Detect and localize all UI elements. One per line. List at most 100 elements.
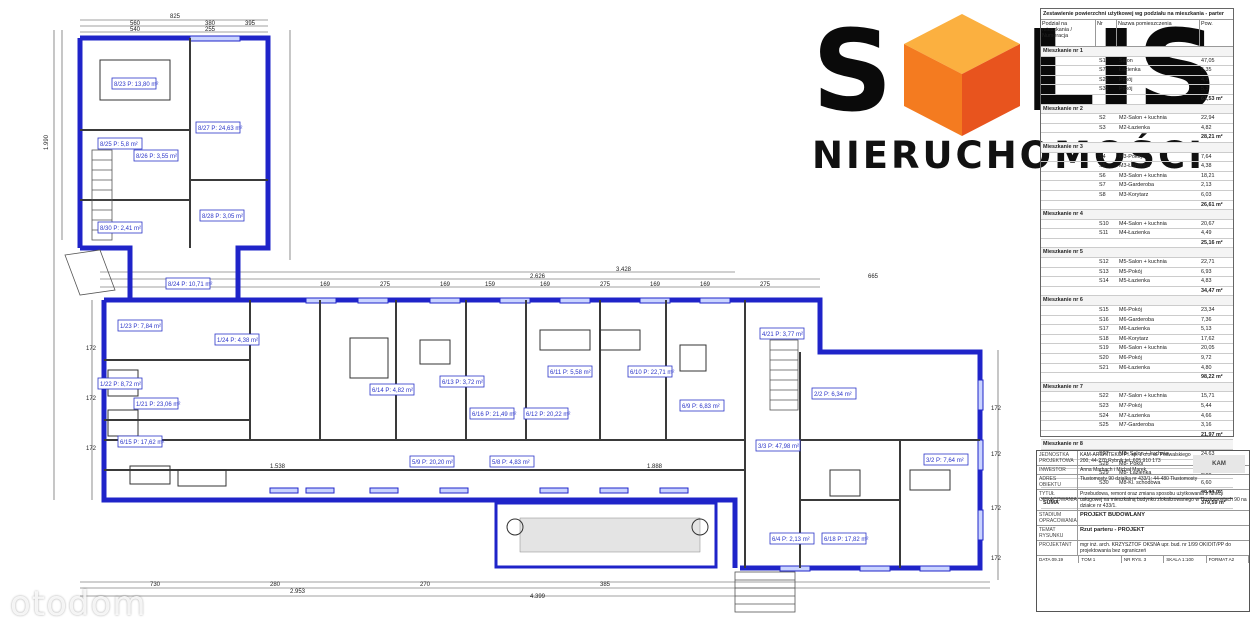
dim-top-sub-a: 540	[130, 27, 141, 33]
room-number: S2	[1099, 115, 1106, 122]
section-name: Mieszkanie nr 1	[1043, 48, 1083, 54]
room-name: M3-Korytarz	[1119, 191, 1149, 198]
table-cell-empty	[1041, 431, 1099, 440]
room-label: 6/18 P: 17,82 m²	[821, 532, 868, 545]
room-label-text: 4/21 P: 3,77 m²	[762, 332, 803, 338]
area-table-total-row: SUMA 379,59 m²	[1041, 497, 1233, 509]
room-area: 4,80	[1201, 364, 1212, 371]
table-cell-empty	[1099, 95, 1119, 104]
dim-upper-3: 169	[440, 282, 451, 288]
room-area: 15,71	[1201, 393, 1215, 400]
table-cell-empty	[1099, 431, 1119, 440]
title-block-value: Tłustomosty 90 działka nr 433/1; 44-480 …	[1080, 476, 1198, 482]
solis-logo: S LIS	[812, 7, 1218, 137]
room-label: 4/21 P: 3,77 m²	[759, 327, 805, 340]
section-sum: 26,61 m²	[1201, 201, 1223, 208]
dim-left-side: 1.990	[44, 134, 50, 150]
table-cell-empty	[1099, 239, 1119, 248]
section-sum-row: 98,22 m²	[1041, 373, 1233, 383]
room-name: M3-Garderoba	[1119, 182, 1155, 189]
section-name: Mieszkanie nr 3	[1043, 143, 1083, 150]
table-cell-empty	[1041, 325, 1099, 334]
dim-upper-5: 169	[540, 282, 551, 288]
table-cell-empty	[1041, 220, 1099, 229]
room-label: 5/8 P: 4,83 m²	[489, 455, 535, 468]
room-label: 2/2 P: 6,34 m²	[811, 387, 857, 400]
section-name: Mieszkanie nr 8	[1043, 441, 1083, 448]
room-name: M7-Pokój	[1119, 402, 1142, 409]
table-cell-empty	[1041, 354, 1099, 363]
dim-right-4: 172	[991, 556, 1002, 562]
room-area: 17,62	[1201, 335, 1215, 342]
title-block-label: TEMAT RYSUNKU	[1037, 526, 1078, 540]
table-cell-empty	[1041, 412, 1099, 421]
room-number: S25	[1099, 422, 1109, 429]
dim-top-total: 825	[170, 14, 181, 20]
title-block-footer-cell: TOM 1	[1079, 556, 1122, 563]
section-sum: 28,21 m²	[1201, 134, 1223, 141]
room-number: S18	[1099, 335, 1109, 342]
dim-top-sub-b: 255	[205, 27, 216, 33]
table-cell-empty	[1041, 201, 1099, 210]
room-name: Pokój	[1119, 86, 1133, 93]
table-cell-empty	[1041, 335, 1099, 344]
room-name: M2-Łazienka	[1119, 124, 1150, 131]
room-number: S23	[1099, 402, 1109, 409]
room-name: M6-Łazienka	[1119, 364, 1150, 371]
room-label-text: 6/12 P: 20,22 m²	[526, 412, 570, 418]
room-number: S4	[1099, 153, 1106, 160]
section-name: Mieszkanie nr 7	[1043, 383, 1083, 390]
table-cell-empty	[1041, 76, 1099, 85]
dim-corridor-mid: 1.888	[647, 464, 663, 470]
section-sum-row: 21,97 m²	[1041, 431, 1233, 441]
logo-letters-lis: LIS	[1024, 7, 1218, 137]
section-name: Mieszkanie nr 2	[1043, 105, 1083, 112]
room-label-text: 8/26 P: 3,55 m²	[136, 154, 177, 160]
logo-letter-s: S	[812, 7, 893, 137]
header-col-4: Pow.	[1201, 21, 1213, 27]
apartment-section-row: Mieszkanie nr 2	[1041, 104, 1233, 115]
dim-bottom-d: 385	[600, 582, 611, 588]
room-name: M8- Pokój	[1119, 460, 1144, 467]
room-number: S7	[1099, 182, 1106, 189]
table-cell-empty	[1041, 162, 1099, 171]
furniture	[99, 59, 951, 536]
apartment-section-row: Mieszkanie nr 6	[1041, 296, 1233, 307]
room-label: 8/28 P: 3,05 m²	[199, 209, 245, 222]
room-label-text: 1/22 P: 8,72 m²	[100, 382, 141, 388]
total-value: 379,59 m²	[1201, 499, 1226, 506]
room-number: S26	[1099, 76, 1109, 83]
dim-bottom-total: 4.399	[530, 594, 546, 600]
architect-logo: KAM	[1193, 455, 1245, 473]
table-cell-empty	[1041, 114, 1099, 123]
room-number: S15	[1099, 307, 1109, 314]
dim-upper-8: 169	[700, 282, 711, 288]
room-name: M3-Pokój	[1119, 153, 1142, 160]
table-cell-empty	[1041, 229, 1099, 238]
room-label-text: 8/28 P: 3,05 m²	[202, 214, 243, 220]
room-label-text: 6/4 P: 2,13 m²	[772, 537, 810, 543]
room-name: M4-Łazienka	[1119, 230, 1150, 237]
dim-top-c: 395	[245, 21, 256, 27]
dim-left-3: 172	[86, 446, 97, 452]
room-area: 3,16	[1201, 422, 1212, 429]
table-cell-empty	[1041, 95, 1099, 104]
room-area: 5,44	[1201, 402, 1212, 409]
room-number: S28	[1099, 460, 1109, 467]
title-block-label: PROJEKTANT	[1037, 541, 1078, 555]
dim-top-b: 380	[205, 21, 216, 27]
title-block-footer-cell: DATA 09.19	[1037, 556, 1080, 563]
table-cell-empty	[1119, 373, 1201, 382]
table-cell-empty	[1119, 201, 1201, 210]
room-label: 8/24 P: 10,71 m²	[165, 277, 212, 290]
